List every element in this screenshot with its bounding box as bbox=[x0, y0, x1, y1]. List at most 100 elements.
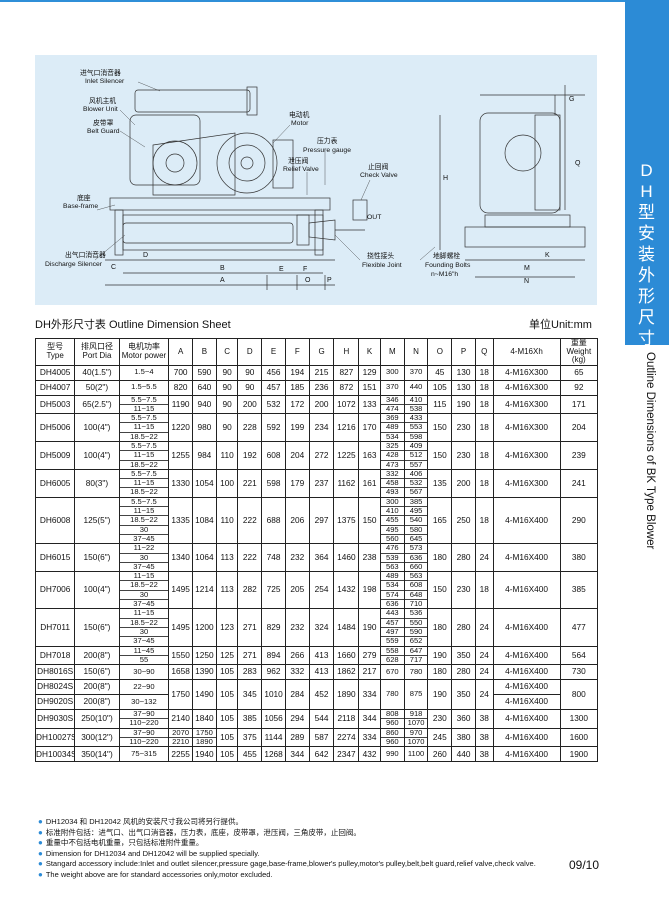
cell-a: 1550 bbox=[168, 645, 193, 666]
note-text: 重量中不包括电机重量，只包括标准附件重量。 bbox=[45, 838, 204, 847]
header-o: O bbox=[427, 338, 453, 366]
cell-weight: 65 bbox=[559, 364, 599, 381]
cell-h: 1890 bbox=[333, 679, 360, 711]
dim-letter-n: N bbox=[524, 278, 529, 285]
cell-m: 670 bbox=[379, 664, 405, 681]
cell-type: DH4005 bbox=[34, 364, 76, 381]
cell-c: 105 bbox=[215, 679, 239, 711]
cell-line: 455 bbox=[381, 515, 404, 524]
cell-line: 1750 bbox=[195, 728, 213, 737]
cell-line: 497 bbox=[381, 626, 404, 636]
cell-p: 250 bbox=[451, 496, 476, 545]
cell-p: 350 bbox=[451, 679, 476, 711]
label-discharge-silencer-cn: 出气口消音器 bbox=[65, 250, 106, 259]
cell-type: DH9020S bbox=[34, 694, 76, 711]
cell-k: 432 bbox=[358, 746, 381, 763]
cell-g: 254 bbox=[308, 571, 335, 610]
cell-line: 557 bbox=[405, 459, 427, 469]
cell-a: 1658 bbox=[168, 664, 193, 681]
cell-port: 50(2") bbox=[74, 379, 120, 396]
cell-n: 440 bbox=[403, 379, 429, 396]
cell-line: 37~45 bbox=[120, 533, 168, 543]
header-d: D bbox=[237, 338, 263, 366]
header-k: K bbox=[358, 338, 381, 366]
cell-line: 780 bbox=[409, 666, 423, 676]
cell-c: 90 bbox=[215, 364, 239, 381]
label-motor-cn: 电动机 bbox=[289, 110, 310, 119]
label-discharge-silencer-en: Discharge Silencer bbox=[45, 261, 103, 268]
cell-k: 161 bbox=[358, 468, 381, 498]
cell-line: 808 bbox=[385, 709, 399, 719]
cell-port: 150(6") bbox=[74, 664, 120, 681]
cell-port: 125(5") bbox=[74, 496, 120, 545]
cell-h: 1484 bbox=[333, 608, 360, 647]
cell-b: 984 bbox=[192, 440, 217, 470]
cell-line: 560 bbox=[381, 533, 404, 543]
cell-k: 344 bbox=[358, 709, 381, 729]
note-text: DH12034 和 DH12042 风机的安装尺寸我公司将另行提供。 bbox=[45, 817, 243, 826]
bullet-icon: ● bbox=[38, 838, 43, 847]
cell-type: DH9030S bbox=[34, 709, 76, 729]
cell-line: 647 bbox=[409, 646, 423, 655]
cell-line: 540 bbox=[405, 515, 427, 524]
cell-port: 250(10") bbox=[74, 709, 120, 729]
cell-f: 294 bbox=[284, 709, 310, 729]
cell-g: 297 bbox=[308, 496, 335, 545]
cell-g: 413 bbox=[308, 645, 335, 666]
cell-line: 75~315 bbox=[131, 749, 157, 759]
cell-k: 334 bbox=[358, 727, 381, 748]
cell-bolt: 4-M16X400 bbox=[492, 543, 561, 573]
cell-c: 105 bbox=[215, 664, 239, 681]
cell-b: 1490 bbox=[192, 679, 217, 711]
cell-line: 628 bbox=[381, 654, 404, 664]
cell-q: 38 bbox=[474, 746, 494, 763]
cell-line: 970 bbox=[409, 728, 423, 737]
cell-motor: 30~90 bbox=[118, 664, 170, 681]
cell-h: 1225 bbox=[333, 440, 360, 470]
cell-line: 574 bbox=[381, 589, 404, 599]
cell-o: 45 bbox=[427, 364, 453, 381]
cell-g: 544 bbox=[308, 709, 335, 729]
cell-p: 230 bbox=[451, 571, 476, 610]
cell-weight: 1300 bbox=[559, 709, 599, 729]
cell-line: 573 bbox=[409, 543, 423, 553]
note-line: ●标准附件包括：进气口、出气口消音器，压力表，底座，皮带罩，泄压阀，三角皮带，止… bbox=[38, 828, 618, 839]
sidebar-title-char: 尺 bbox=[638, 308, 656, 327]
cell-line: 457 bbox=[381, 617, 404, 627]
cell-p: 280 bbox=[451, 664, 476, 681]
cell-line: 30 bbox=[120, 552, 168, 562]
label-base-frame-cn: 底座 bbox=[77, 193, 91, 202]
cell-motor: 75~315 bbox=[118, 746, 170, 763]
cell-weight: 730 bbox=[559, 664, 599, 681]
note-line: ●The weight above are for standard acces… bbox=[38, 870, 618, 881]
header-m: M bbox=[379, 338, 405, 366]
cell-port: 200(8") bbox=[74, 694, 120, 711]
cell-a: 1335 bbox=[168, 496, 193, 545]
label-flexible-joint-cn: 挠性接头 bbox=[367, 251, 394, 260]
cell-g: 587 bbox=[308, 727, 335, 748]
cell-k: 279 bbox=[358, 645, 381, 666]
cell-m: 300 bbox=[379, 364, 405, 381]
cell-e: 592 bbox=[261, 413, 286, 442]
cell-q: 18 bbox=[474, 496, 494, 545]
cell-line: 648 bbox=[405, 589, 427, 599]
note-line: ●DH12034 和 DH12042 风机的安装尺寸我公司将另行提供。 bbox=[38, 817, 618, 828]
cell-h: 1660 bbox=[333, 645, 360, 666]
cell-b: 1250 bbox=[192, 645, 217, 666]
cell-d: 222 bbox=[237, 543, 263, 573]
cell-a: 820 bbox=[168, 379, 193, 396]
cell-line: 473 bbox=[381, 459, 404, 469]
cell-q: 24 bbox=[474, 608, 494, 647]
